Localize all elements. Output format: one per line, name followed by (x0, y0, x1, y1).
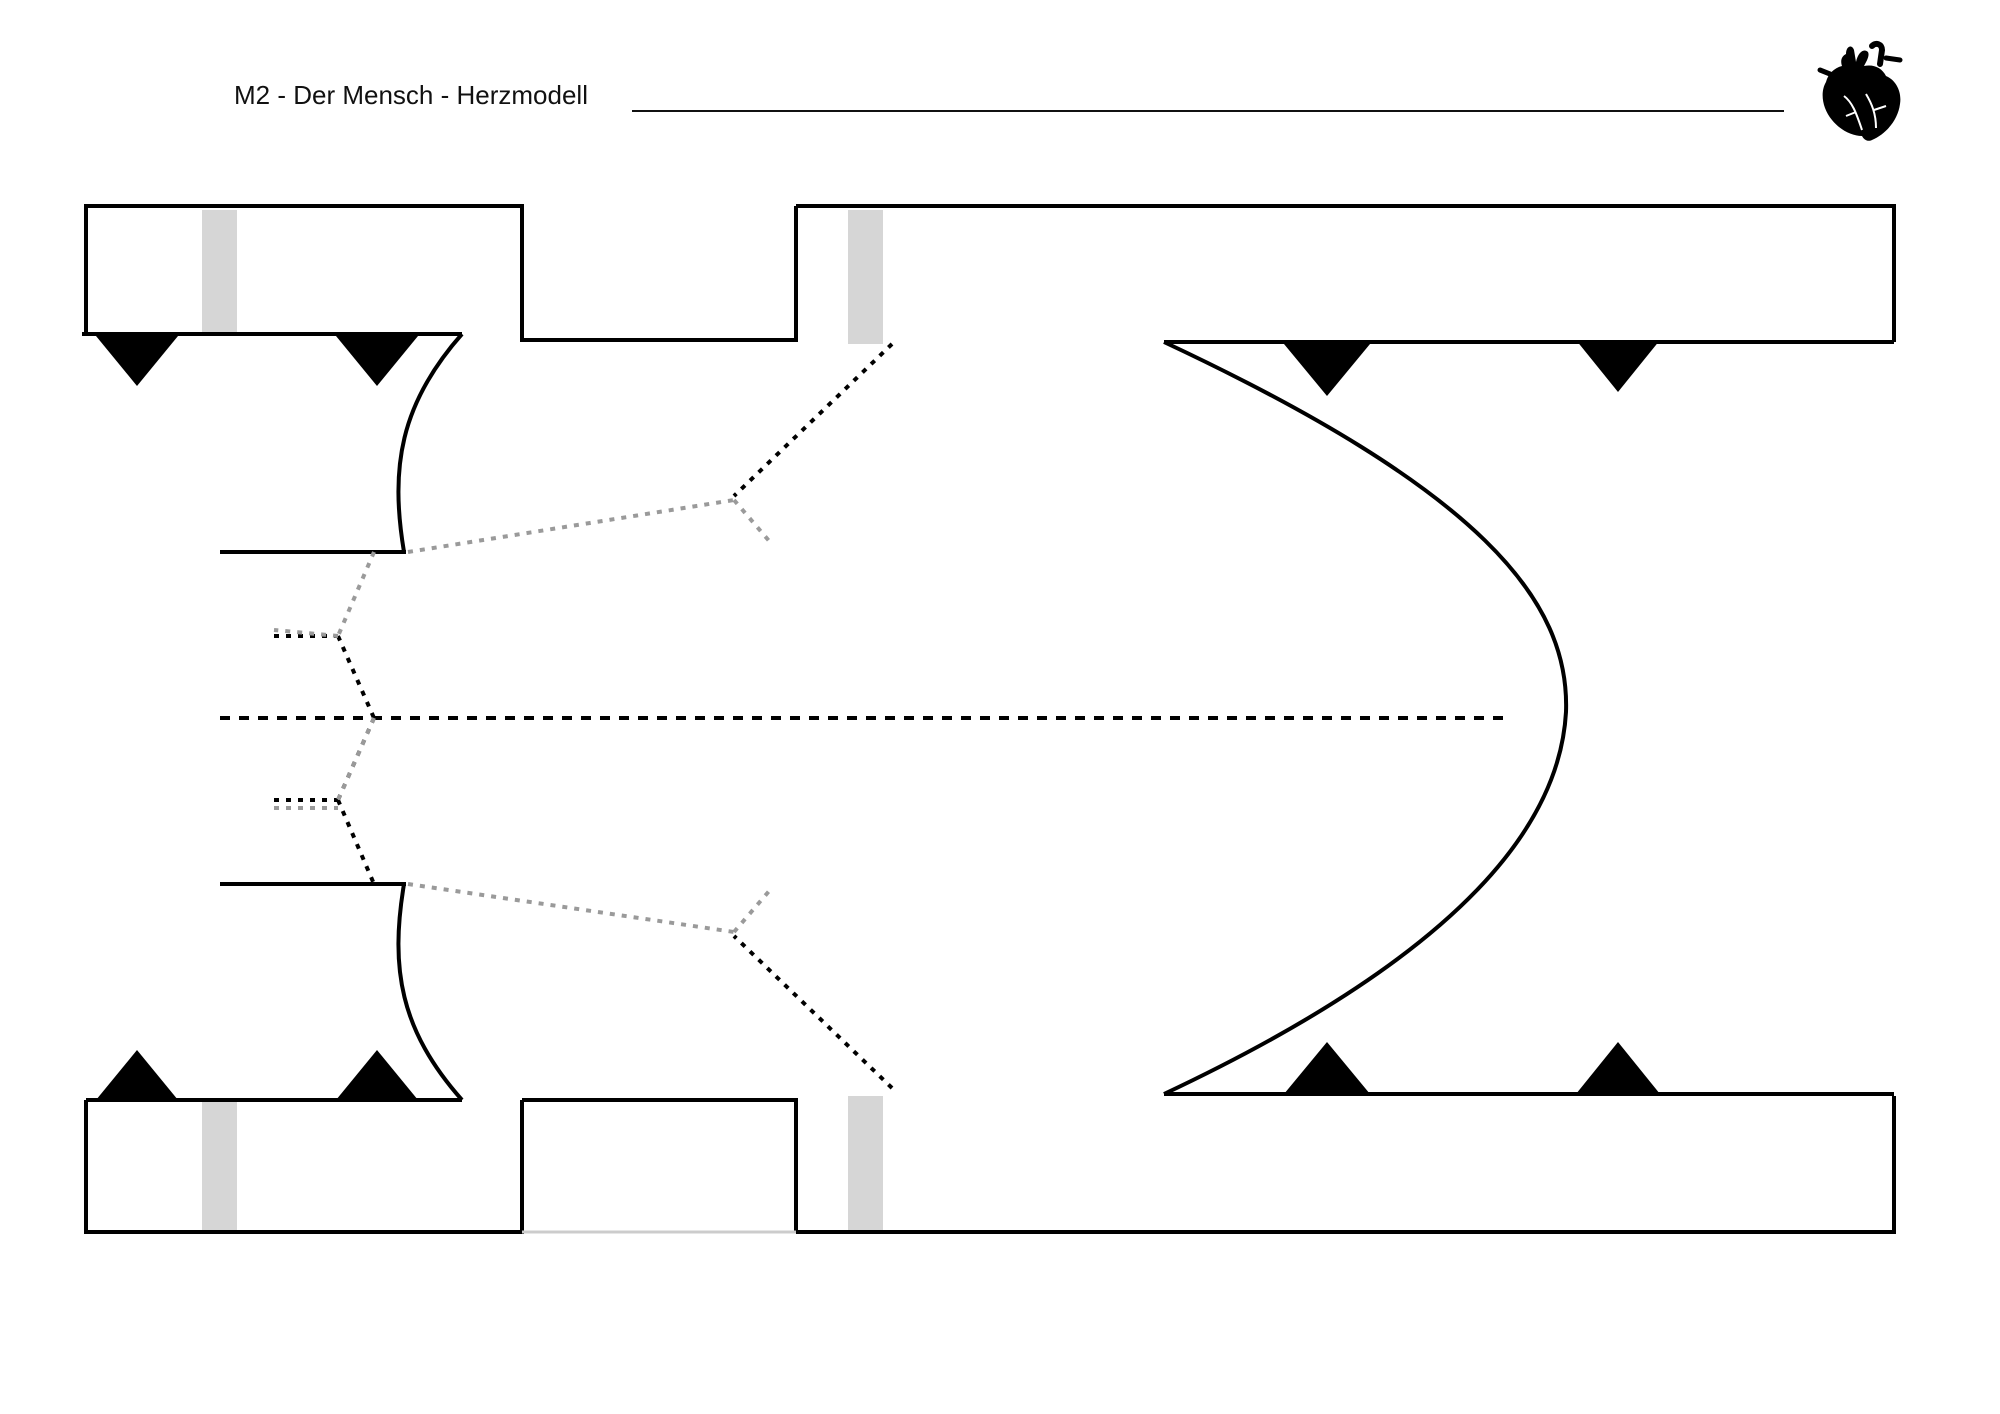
triangle-marker-icon (1576, 1042, 1660, 1094)
fold-line-top-diagonal (732, 342, 894, 498)
bottom-right-flap (796, 1096, 1896, 1234)
glue-strip-bottom-left (202, 1102, 237, 1230)
triangle-marker-icon (96, 1050, 178, 1100)
lower-left-curve (396, 883, 464, 1102)
fold-line-grey-left-mid-lower (336, 717, 376, 801)
heart-icon (1817, 40, 1903, 141)
upper-left-curve (396, 332, 464, 553)
fold-line-grey-left-mid-upper (273, 628, 339, 638)
glue-strip-top-middle (848, 210, 883, 344)
bottom-middle-box (522, 1098, 798, 1232)
glue-strip-bottom-middle (848, 1096, 883, 1230)
top-left-flap (84, 204, 798, 342)
worksheet-header: M2 - Der Mensch - Herzmodell (234, 82, 588, 108)
fold-line-grey-upper-long (407, 498, 735, 554)
fold-line-bottom-diagonal (732, 934, 894, 1090)
large-right-arc (1163, 340, 1569, 1096)
triangle-marker-icon (96, 336, 178, 386)
fold-line-grey-left-upper (336, 551, 376, 637)
glue-strip-top-left (202, 210, 237, 332)
worksheet-title: M2 - Der Mensch - Herzmodell (234, 80, 588, 110)
fold-line-grey-lower-tick (732, 888, 772, 934)
fold-line-left-bottom-edge (336, 799, 376, 885)
fold-line-grey-upper-tick (732, 498, 772, 544)
top-right-flap (796, 204, 1896, 342)
fold-line-left-upper (336, 635, 376, 719)
header-underline (632, 110, 1784, 112)
triangle-marker-icon (1284, 1042, 1370, 1094)
triangle-marker-icon (336, 336, 418, 386)
triangle-marker-icon (336, 1050, 418, 1100)
fold-line-grey-lower-long (407, 882, 735, 934)
triangle-marker-icon (1284, 344, 1370, 396)
bottom-left-flap (84, 1100, 524, 1234)
triangle-marker-icon (1576, 340, 1660, 392)
